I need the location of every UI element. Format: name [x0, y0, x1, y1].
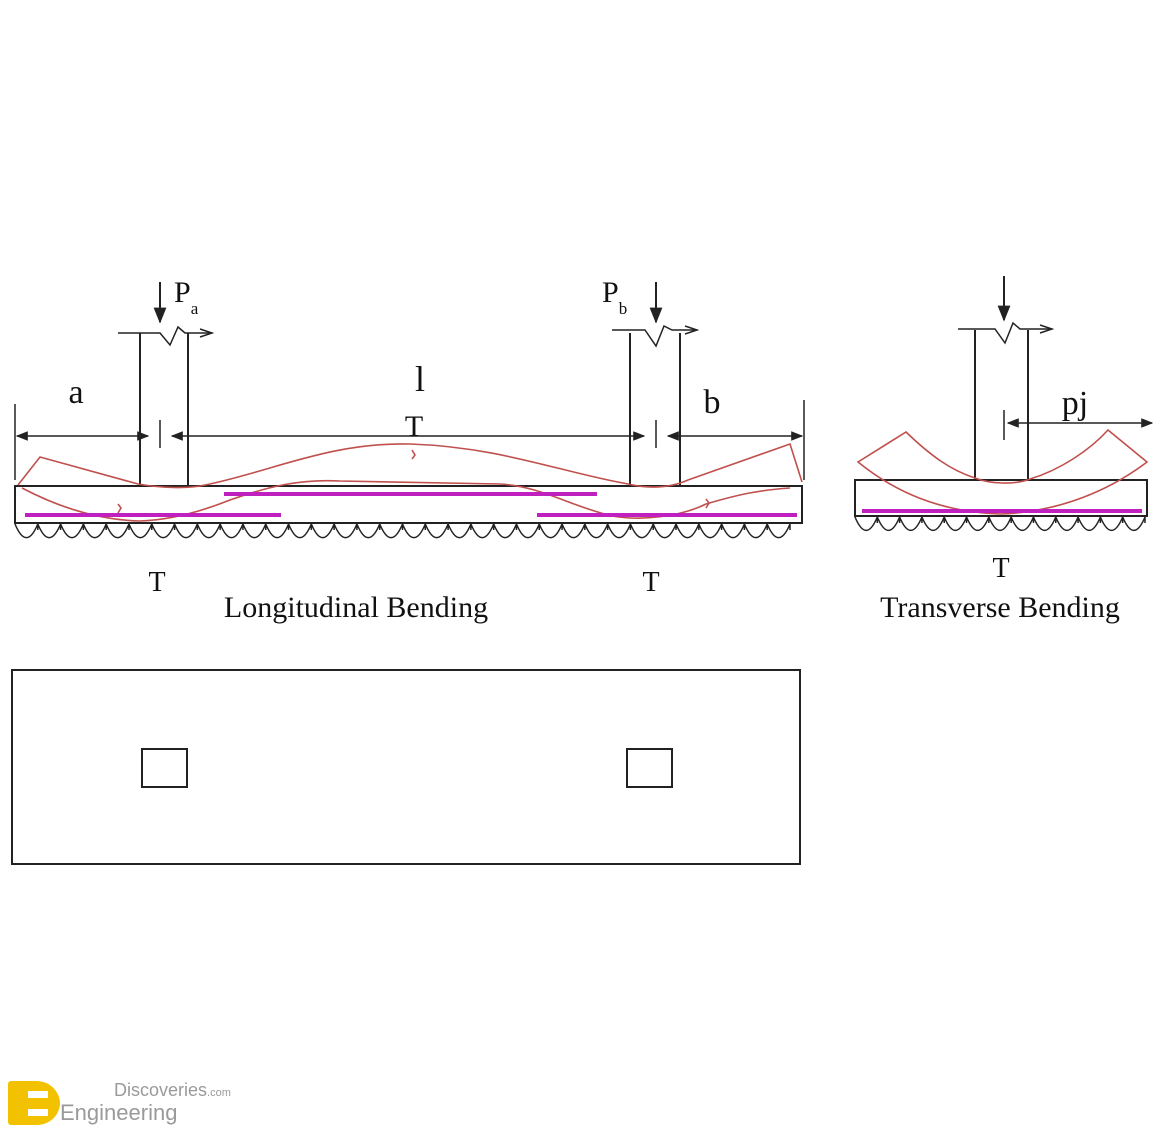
transverse-column [974, 330, 1029, 480]
plan-footing-outline [11, 669, 801, 865]
plan-column-b [626, 748, 673, 788]
dim-a-label: a [68, 374, 83, 411]
logo-mark [8, 1081, 60, 1125]
watermark-line2: Engineering [60, 1100, 177, 1125]
column-a-break [118, 325, 212, 347]
column-a-break-tip [199, 328, 215, 338]
longitudinal-caption: Longitudinal Bending [224, 591, 488, 624]
dim-pj-label: pj [1062, 385, 1088, 422]
tension-label-top: T [405, 410, 423, 443]
longitudinal-bending-figure: Pa Pb a l b T T T Longitudinal Bending [14, 276, 805, 624]
logo-e-shape [8, 1081, 28, 1125]
transverse-footing [854, 479, 1148, 517]
load-b-label: Pb [602, 276, 627, 318]
column-b [629, 333, 681, 486]
column-b-break [612, 324, 697, 348]
longitudinal-moment-curve [17, 442, 803, 489]
transverse-moment-curve [856, 428, 1149, 515]
longitudinal-footing [14, 485, 803, 524]
plan-column-a [141, 748, 188, 788]
dim-l-label: l [415, 359, 425, 399]
load-a-label: Pa [174, 276, 199, 318]
moment-tick-right [705, 498, 710, 509]
dim-b-label: b [704, 384, 721, 421]
transverse-column-break-tip [1039, 324, 1055, 334]
logo-e-gap-top [28, 1091, 48, 1098]
transverse-bending-figure: pj T Transverse Bending [854, 276, 1154, 624]
longitudinal-soil-reaction [14, 523, 791, 539]
column-b-break-tip [684, 325, 700, 335]
moment-tick-left [117, 503, 122, 514]
column-a [139, 333, 189, 486]
tension-label-left: T [148, 567, 165, 598]
transverse-tension-label: T [992, 553, 1009, 584]
moment-tick-top [411, 449, 416, 460]
transverse-column-break [958, 321, 1052, 345]
watermark-logo: Discoveries.com Engineering [8, 1080, 231, 1125]
longitudinal-moment-curve-lower [21, 479, 791, 522]
tension-label-right: T [642, 567, 659, 598]
watermark-line1: Discoveries.com [114, 1080, 231, 1100]
plan-view [11, 669, 801, 865]
logo-e-gap-bottom [28, 1109, 48, 1116]
transverse-soil-reaction [854, 516, 1146, 532]
transverse-caption: Transverse Bending [880, 591, 1120, 624]
